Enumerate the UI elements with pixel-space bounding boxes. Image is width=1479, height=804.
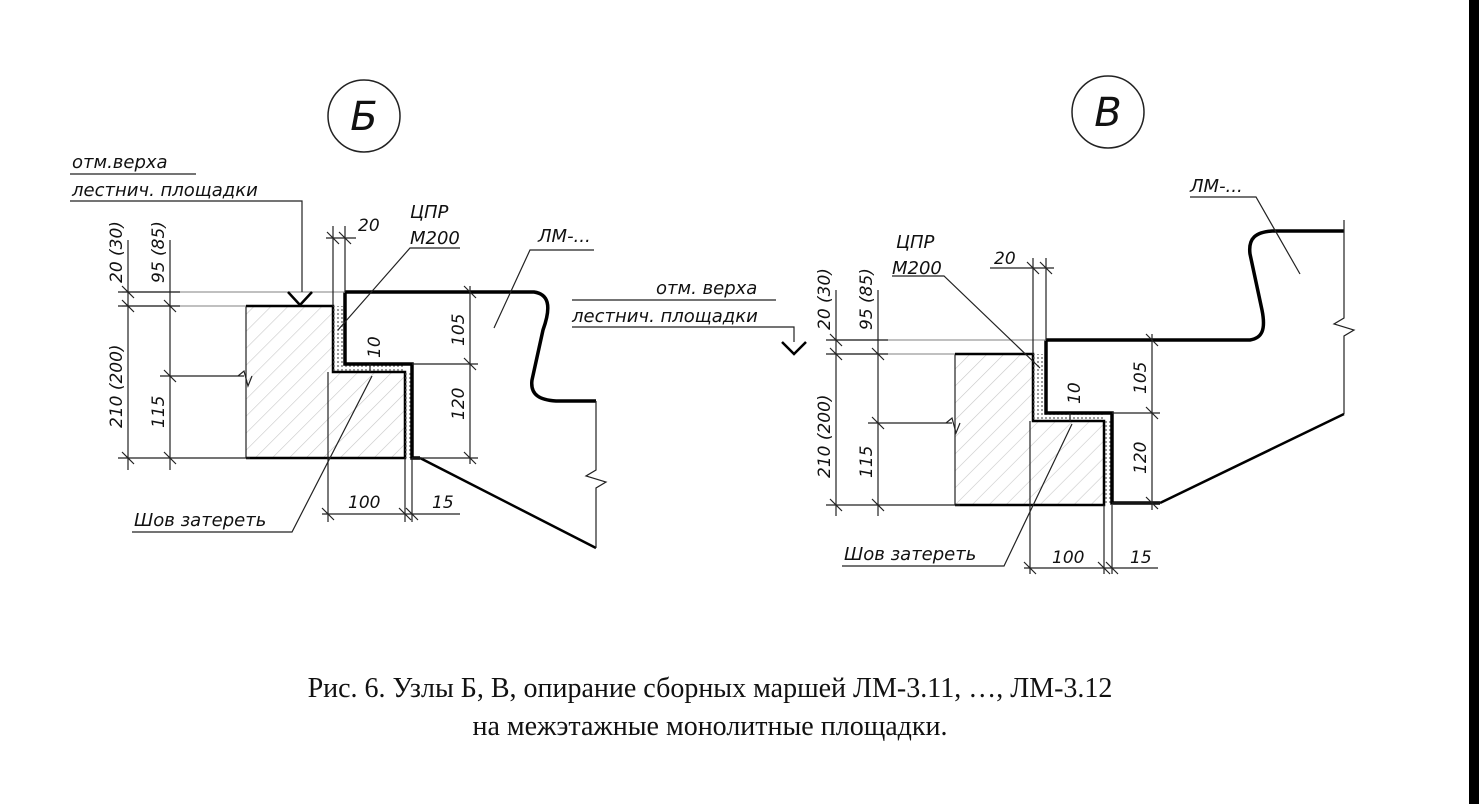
node-v-dim-15: 15 <box>1130 548 1152 568</box>
node-b-dim-100: 100 <box>348 493 380 513</box>
node-b-dim-20-group: 20 <box>326 216 380 306</box>
node-b-mark: Б <box>327 79 401 153</box>
node-b-dim-10: 10 <box>365 336 385 358</box>
node-b-mortar-label-1: ЦПР <box>410 202 449 223</box>
node-b-dim-115: 115 <box>149 396 169 428</box>
node-b-right-dimensions: 105 120 <box>412 285 478 465</box>
node-v-mortar-label-2: М200 <box>892 258 942 279</box>
node-v-dim-20: 20 <box>994 249 1016 269</box>
node-b-mortar-label-2: М200 <box>410 228 460 249</box>
drawing-canvas: Б отм.верха <box>70 75 1356 575</box>
node-b-flight-label-text: ЛМ-... <box>537 226 591 247</box>
node-b-flight-step <box>345 290 596 403</box>
node-v-elev-label-2: лестнич. площадки <box>571 306 758 327</box>
node-v-dim-10: 10 <box>1065 382 1085 404</box>
node-v-flight-step <box>1046 229 1344 342</box>
node-v-dim-20-group: 20 <box>990 249 1054 354</box>
caption-line-2: на межэтажные монолитные площадки. <box>472 711 948 742</box>
node-b-mark-letter: Б <box>350 94 377 140</box>
node-b-dim-15: 15 <box>432 493 454 513</box>
node-v-break-line <box>1332 220 1356 414</box>
node-b-left-dimensions: 20 (30) 95 (85) 210 (200) 115 <box>107 221 253 470</box>
node-v-dim-20-30: 20 (30) <box>815 268 835 330</box>
node-b-dim-120: 120 <box>449 388 469 420</box>
node-b-dim-105: 105 <box>449 314 469 346</box>
node-b-elev-label-2: лестнич. площадки <box>71 180 258 201</box>
node-b-seam-label: Шов затереть <box>132 375 373 533</box>
node-b-elev-label-1: отм.верха <box>72 152 168 173</box>
node-v-dim-120: 120 <box>1131 442 1151 474</box>
node-b: Б отм.верха <box>70 79 608 550</box>
node-b-landing-slab <box>245 304 407 460</box>
node-b-dim-20-30: 20 (30) <box>107 221 127 283</box>
node-v-flight-label-text: ЛМ-... <box>1189 176 1243 197</box>
node-v-dim-115: 115 <box>857 446 877 478</box>
node-b-mortar-label: ЦПР М200 <box>337 202 460 331</box>
node-v-seam-label: Шов затереть <box>842 423 1073 567</box>
node-b-dim-20: 20 <box>358 216 380 236</box>
node-v-seam-label-text: Шов затереть <box>844 544 976 565</box>
node-v-elevation-mark: отм. верха лестнич. площадки <box>571 278 807 356</box>
node-b-break-line <box>584 401 608 548</box>
node-b-dim-95-85: 95 (85) <box>149 221 169 283</box>
page-edge-border <box>1469 0 1479 804</box>
node-v-mortar-label-1: ЦПР <box>896 232 935 253</box>
node-v-mortar-label: ЦПР М200 <box>892 232 1041 369</box>
figure-caption: Рис. 6. Узлы Б, В, опирание сборных марш… <box>0 670 1420 746</box>
node-b-elevation-mark: отм.верха лестнич. площадки <box>70 152 313 307</box>
caption-line-1: Рис. 6. Узлы Б, В, опирание сборных марш… <box>307 673 1113 704</box>
node-v-mark-letter: В <box>1094 90 1121 136</box>
node-b-dim-210-200: 210 (200) <box>107 344 127 428</box>
node-v-flight-label: ЛМ-... <box>1189 176 1301 275</box>
node-v-mark: В <box>1071 75 1145 149</box>
node-v-bottom-dimensions: 100 15 <box>1023 421 1158 575</box>
node-v-dim-210-200: 210 (200) <box>815 394 835 478</box>
node-v-dim-100: 100 <box>1052 548 1084 568</box>
node-v-elev-label-1: отм. верха <box>656 278 757 299</box>
node-b-flight-label: ЛМ-... <box>493 226 594 329</box>
node-v-dim-95-85: 95 (85) <box>857 268 877 330</box>
node-b-flight-soffit <box>419 456 597 550</box>
node-b-seam-label-text: Шов затереть <box>134 510 266 531</box>
node-v-dim-105: 105 <box>1131 362 1151 394</box>
node-v-left-dimensions: 20 (30) 95 (85) 210 (200) 115 <box>815 268 961 516</box>
node-v-right-dimensions: 105 120 <box>1112 333 1160 510</box>
node-v-mortar-joint <box>1104 421 1112 505</box>
node-v: В отм. верха лестнич. <box>571 75 1356 575</box>
node-b-bottom-dimensions: 100 15 <box>321 372 460 522</box>
node-v-flight-soffit <box>1159 412 1345 505</box>
